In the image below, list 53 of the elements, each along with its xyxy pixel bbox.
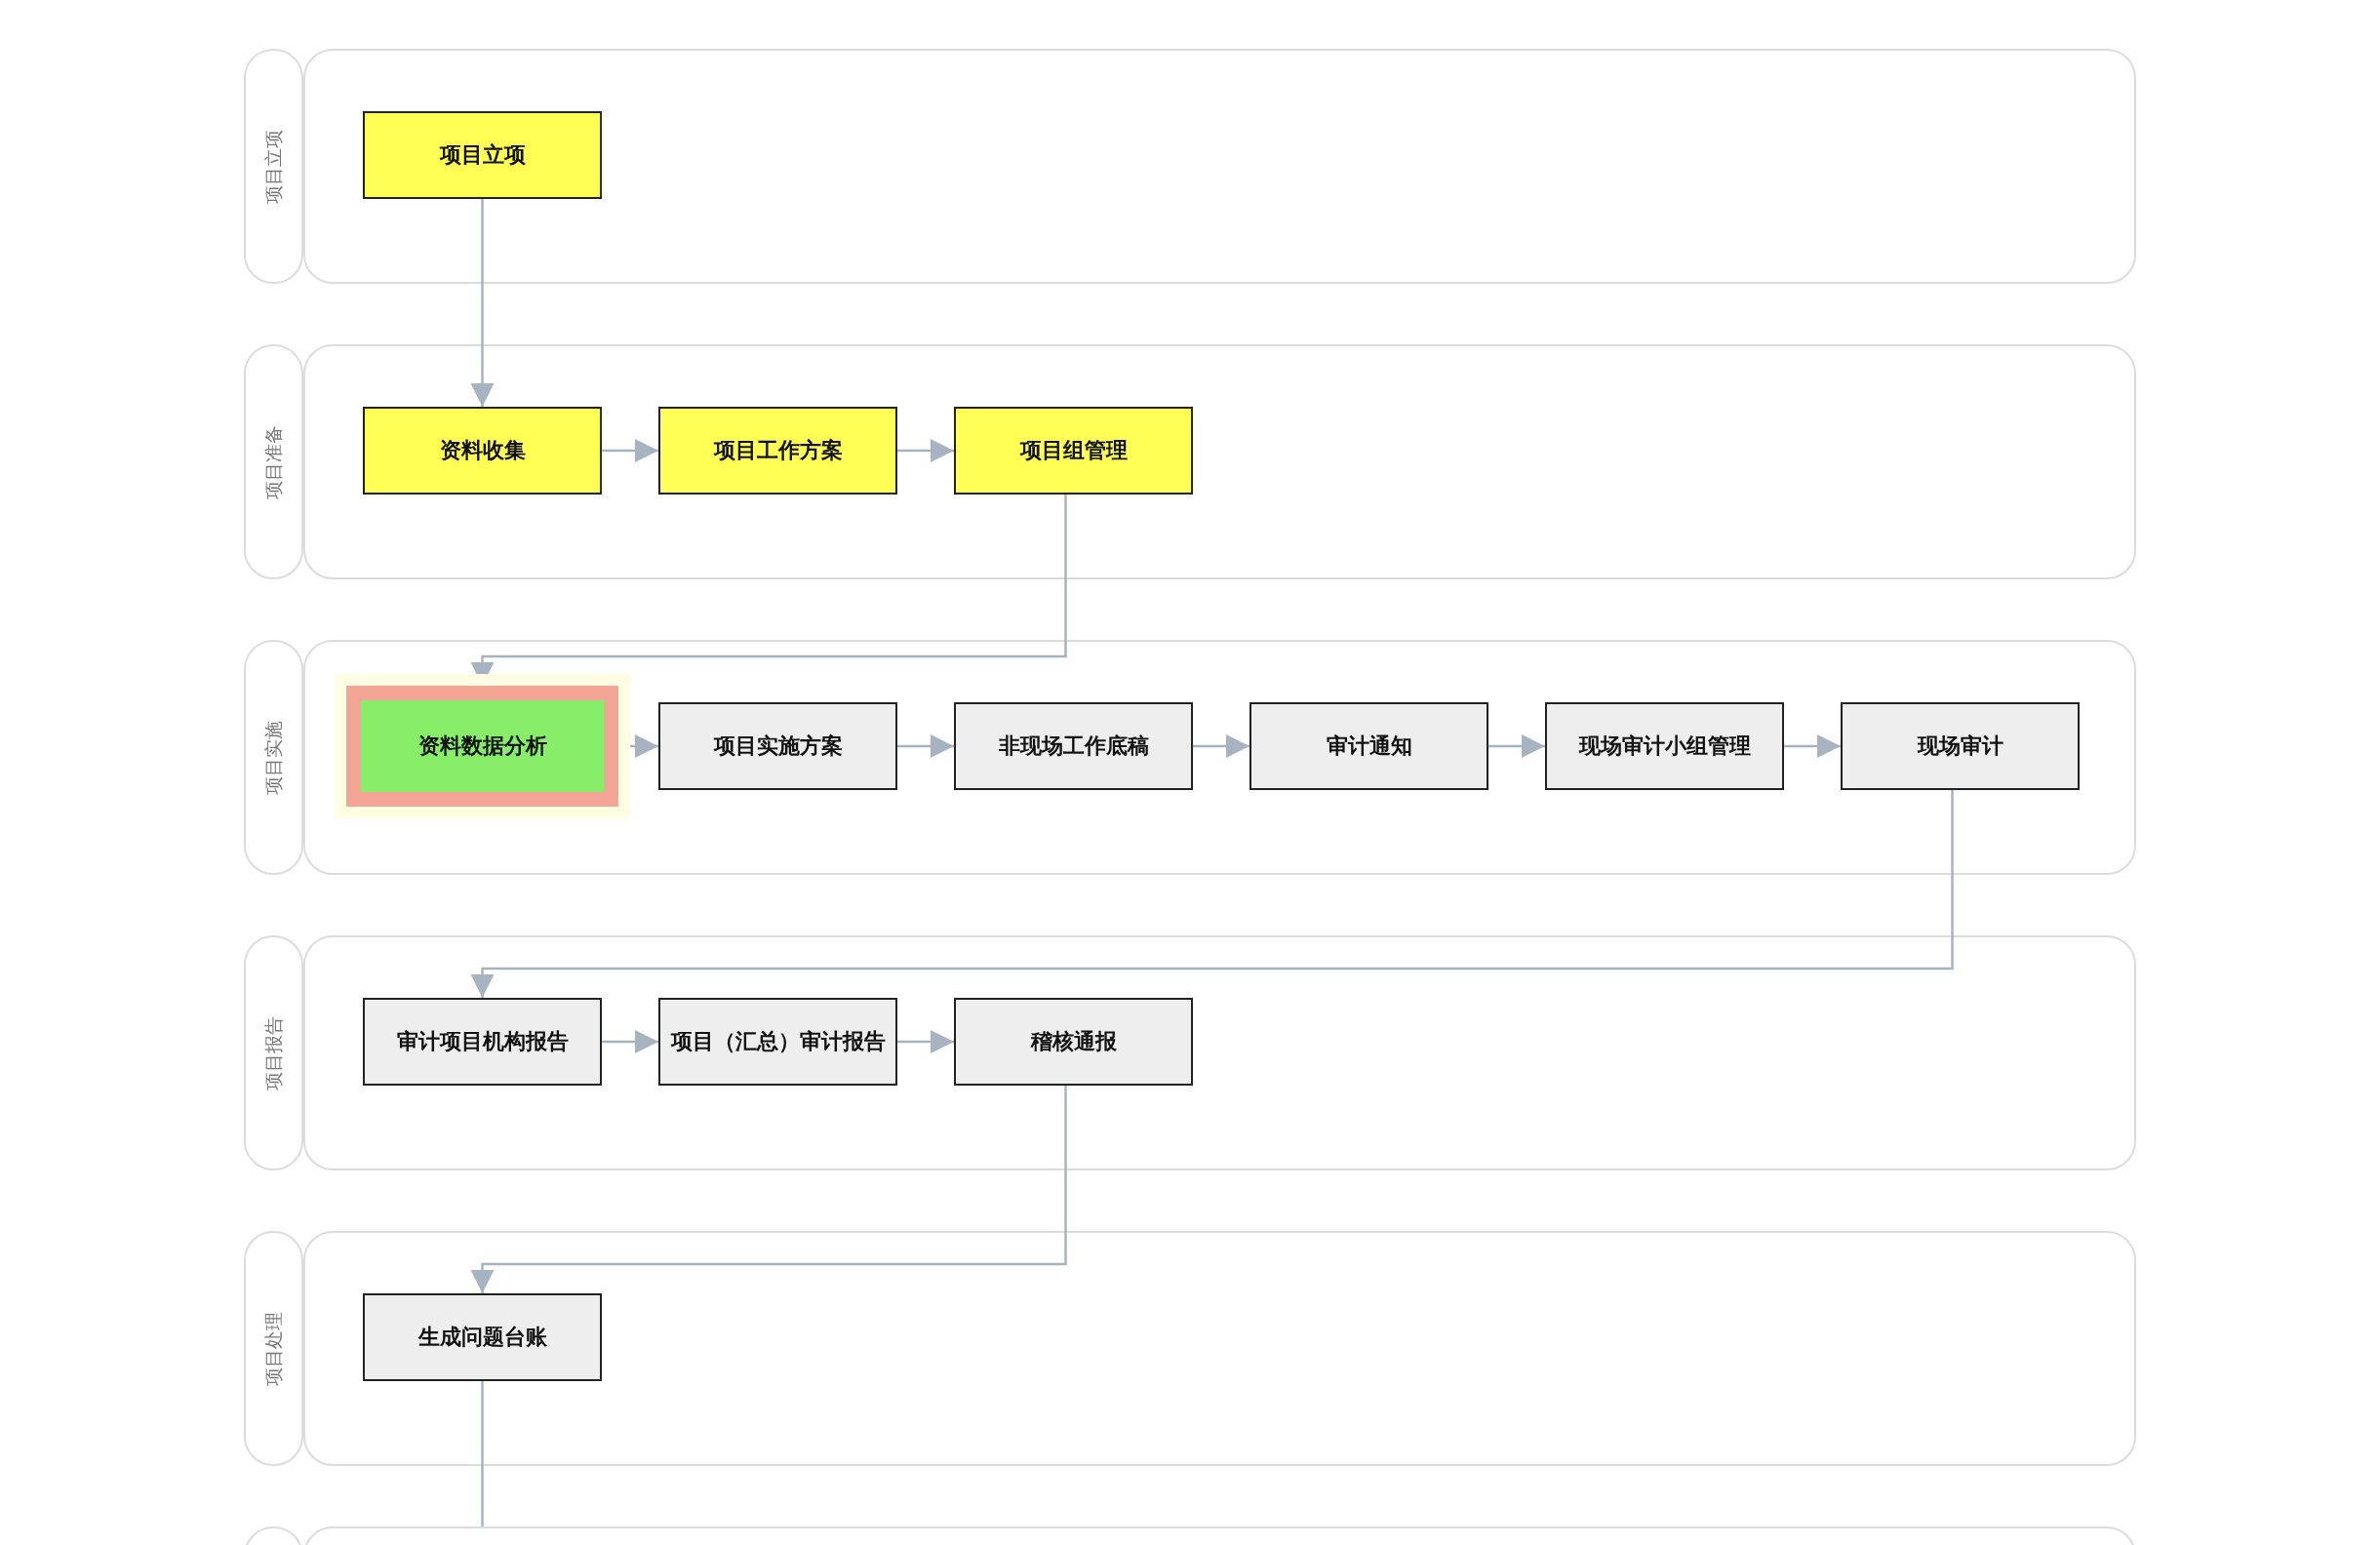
arrow (602, 1030, 658, 1053)
lane-label: 项目处理 (260, 1311, 285, 1386)
process-box (363, 111, 602, 199)
process-label: 资料数据分析 (417, 733, 547, 760)
swimlane (303, 49, 2136, 284)
arrow (602, 439, 658, 462)
process-box (954, 998, 1193, 1086)
swimlane (303, 1231, 2136, 1466)
lane-label: 项目立项 (260, 129, 285, 204)
process-box (363, 407, 602, 495)
lane-label: 项目报告 (260, 1015, 285, 1090)
arrow (470, 790, 1954, 998)
process-box (954, 702, 1193, 790)
lane-label-pill (244, 49, 303, 284)
process-label: 现场审计 (1917, 733, 2003, 760)
process-box (363, 1293, 602, 1381)
process-box (658, 702, 897, 790)
process-box (954, 407, 1193, 495)
process-label: 生成问题台账 (417, 1324, 547, 1351)
lane-label: 项目实施 (260, 720, 285, 795)
swimlane (303, 640, 2136, 875)
lane-label-pill (244, 344, 303, 579)
process-label: 非现场工作底稿 (998, 733, 1149, 760)
swimlane (303, 344, 2136, 579)
process-box (658, 998, 897, 1086)
arrow (1784, 734, 1841, 758)
arrow (1193, 734, 1250, 758)
arrow (470, 1086, 1067, 1293)
arrow (897, 439, 954, 462)
lane-label-pill (244, 1231, 303, 1466)
process-box (363, 998, 602, 1086)
process-label: 项目工作方案 (713, 437, 843, 464)
process-label: 审计通知 (1326, 733, 1412, 760)
lane-label-pill (244, 935, 303, 1170)
arrow (470, 199, 495, 407)
process-label: 审计项目机构报告 (396, 1028, 569, 1055)
lane-label-pill (244, 640, 303, 875)
process-box (1545, 702, 1784, 790)
process-label: 项目实施方案 (713, 733, 843, 760)
process-label: 项目（汇总）审计报告 (670, 1028, 886, 1055)
process-box (1250, 702, 1488, 790)
process-label: 资料收集 (439, 437, 526, 464)
process-label: 现场审计小组管理 (1578, 733, 1751, 760)
process-label: 项目立项 (439, 141, 526, 169)
arrow (1488, 734, 1545, 758)
process-box (1841, 702, 2080, 790)
process-box (658, 407, 897, 495)
arrow (897, 1030, 954, 1053)
lane-label: 项目准备 (260, 424, 285, 499)
process-label: 稽核通报 (1030, 1028, 1117, 1055)
arrow (897, 734, 954, 758)
swimlane (303, 935, 2136, 1170)
process-label: 项目组管理 (1019, 437, 1128, 464)
